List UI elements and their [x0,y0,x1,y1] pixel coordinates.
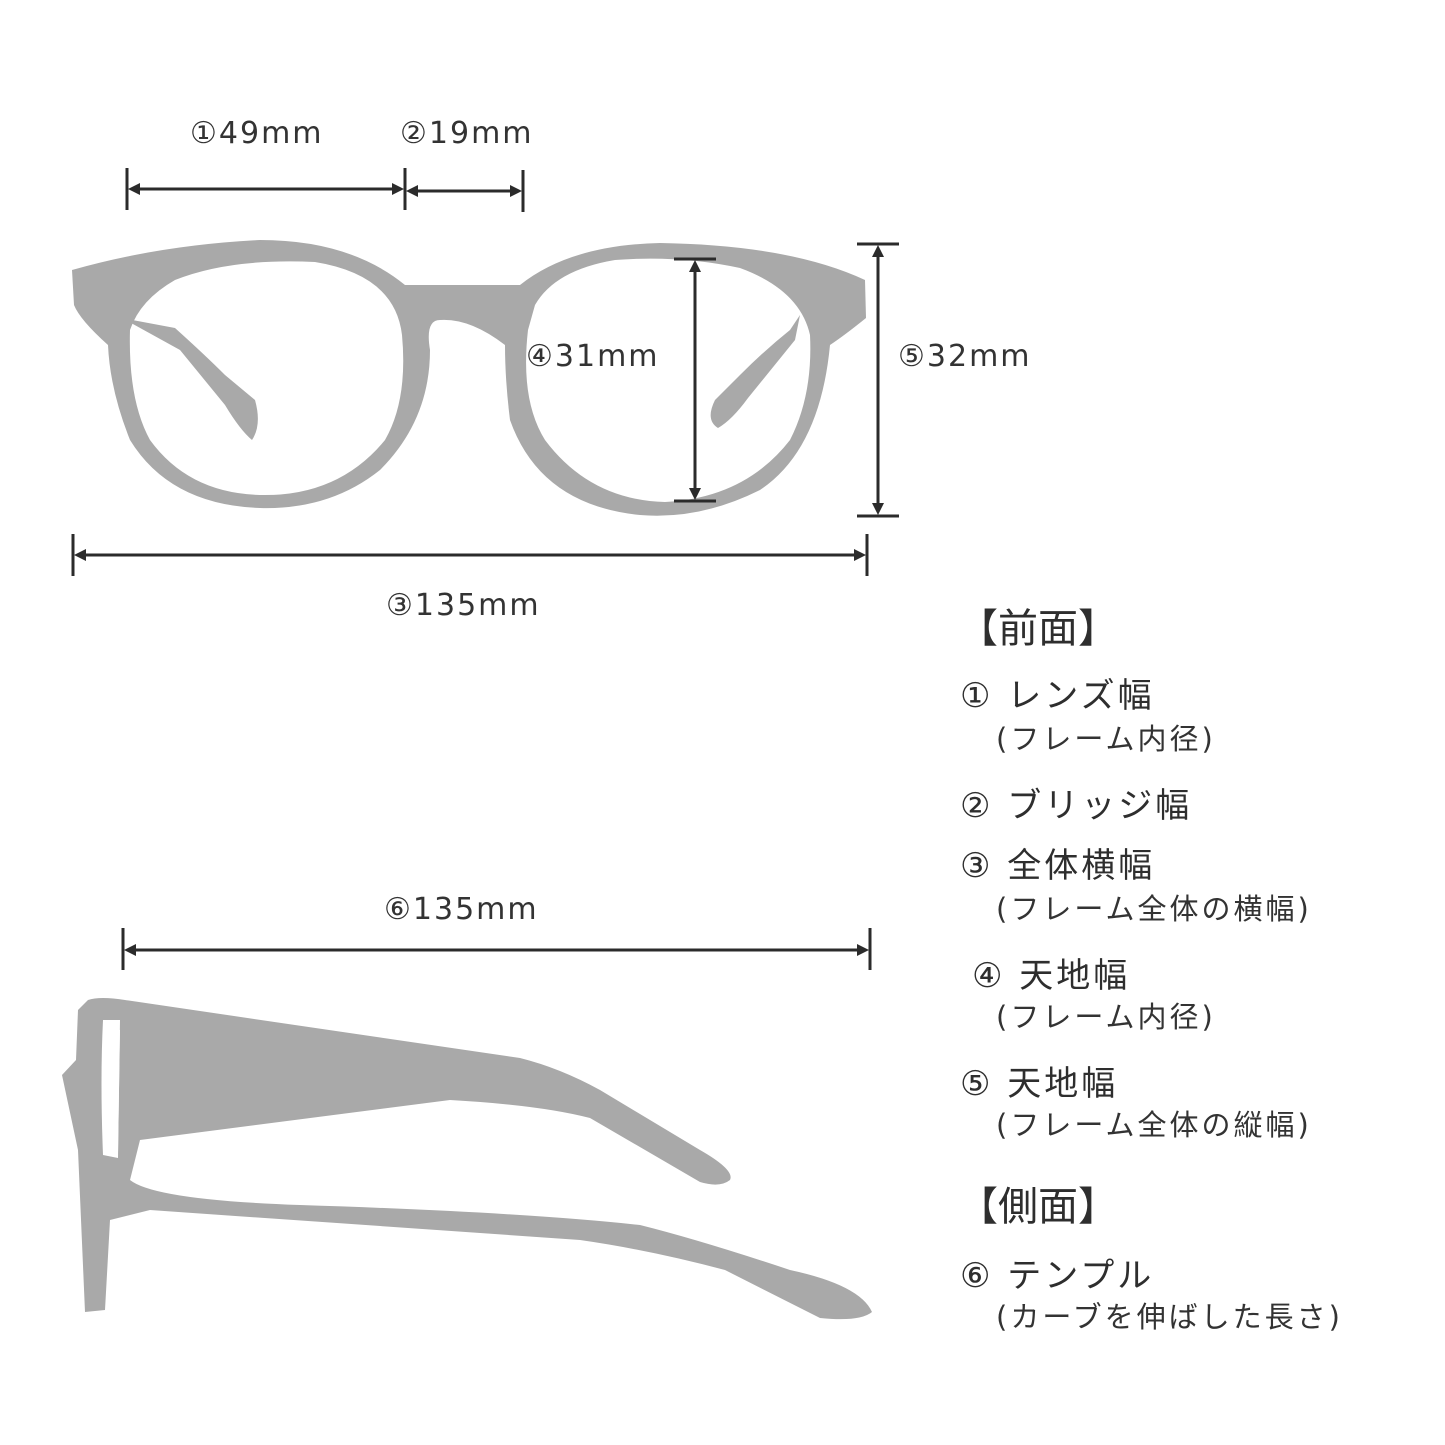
legend-item-6-title: ⑥ テンプル [960,1256,1155,1296]
frame-height-label: ⑤32mm [898,339,1032,374]
frame-height-arrow-top [872,245,884,257]
side-frame [62,998,872,1320]
left-temple-stub [122,318,258,440]
front-heading: 【前面】 [958,606,1118,652]
lens-width-arrow-left [128,183,140,195]
frame-height-arrow-bottom [872,503,884,515]
temple-length-label: ⑥135mm [384,892,539,927]
legend-item-5-sub: (フレーム全体の縦幅) [996,1108,1312,1142]
temple-length-arrow-right [857,944,869,956]
legend-item-4-sub: (フレーム内径) [996,1000,1216,1034]
lens-width-label: ①49mm [190,116,324,151]
legend-item-1-sub: (フレーム内径) [996,722,1216,756]
bridge-width-label: ②19mm [400,116,534,151]
front-dimension-lines [71,168,899,970]
right-temple-stub [710,315,800,428]
total-width-label: ③135mm [386,588,541,623]
legend-item-6-sub: (カーブを伸ばした長さ) [996,1300,1343,1334]
legend-item-3-title: ③ 全体横幅 [960,846,1156,886]
legend-item-2-title: ② ブリッジ幅 [960,786,1193,826]
legend-item-5-title: ⑤ 天地幅 [960,1064,1119,1104]
legend-item-1-title: ① レンズ幅 [960,676,1155,716]
total-width-arrow-left [74,549,86,561]
lens-height-label: ④31mm [526,339,660,374]
side-temple [62,998,872,1320]
bridge-width-arrow-right [510,185,522,197]
legend-item-4-title: ④ 天地幅 [972,956,1131,996]
lens-height-arrow-top [689,260,701,272]
side-heading: 【側面】 [958,1184,1118,1230]
total-width-arrow-right [854,549,866,561]
front-frame [72,240,866,516]
frame-body [72,240,866,516]
temple-length-arrow-left [124,944,136,956]
legend-item-3-sub: (フレーム全体の横幅) [996,892,1312,926]
lens-height-arrow-bottom [689,488,701,500]
lens-width-arrow-right [392,183,404,195]
bridge-width-arrow-left [406,185,418,197]
side-lens-rim [105,1028,120,1152]
